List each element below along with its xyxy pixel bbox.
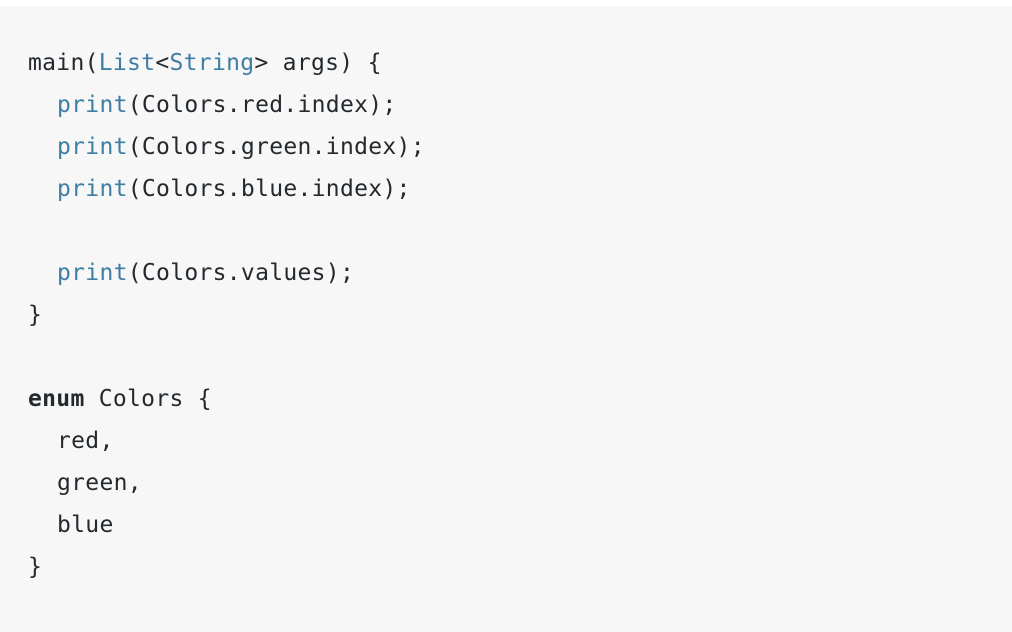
code-line: print(Colors.red.index);: [28, 84, 1012, 126]
code-type: List: [98, 50, 156, 76]
code-token: (Colors.values);: [127, 260, 355, 286]
code-type: String: [169, 50, 255, 76]
code-token: <: [155, 50, 170, 76]
code-line: blue: [28, 504, 1012, 546]
code-token: }: [28, 302, 43, 328]
code-line: main(List<String> args) {: [28, 42, 1012, 84]
code-line-blank: [28, 336, 1012, 378]
code-line: red,: [28, 420, 1012, 462]
code-line: print(Colors.blue.index);: [28, 168, 1012, 210]
code-function: print: [57, 92, 128, 118]
code-line: }: [28, 294, 1012, 336]
code-token: (Colors.red.index);: [127, 92, 397, 118]
code-token: (: [84, 50, 99, 76]
code-line: print(Colors.green.index);: [28, 126, 1012, 168]
code-token: (Colors.blue.index);: [127, 176, 411, 202]
code-line: }: [28, 546, 1012, 588]
code-token: blue: [57, 512, 114, 538]
code-function: print: [57, 176, 128, 202]
code-line: print(Colors.values);: [28, 252, 1012, 294]
code-function: print: [57, 134, 128, 160]
code-function: print: [57, 260, 128, 286]
code-keyword: enum: [28, 386, 85, 412]
code-token: red,: [57, 428, 114, 454]
code-token: green,: [57, 470, 142, 496]
code-line: enum Colors {: [28, 378, 1012, 420]
code-line-blank: [28, 210, 1012, 252]
code-token: > args) {: [254, 50, 382, 76]
code-block: main(List<String> args) { print(Colors.r…: [0, 6, 1012, 632]
code-token: (Colors.green.index);: [127, 134, 425, 160]
code-line: green,: [28, 462, 1012, 504]
code-token: }: [28, 554, 43, 580]
code-token: Colors {: [84, 386, 212, 412]
code-token: main: [28, 50, 85, 76]
